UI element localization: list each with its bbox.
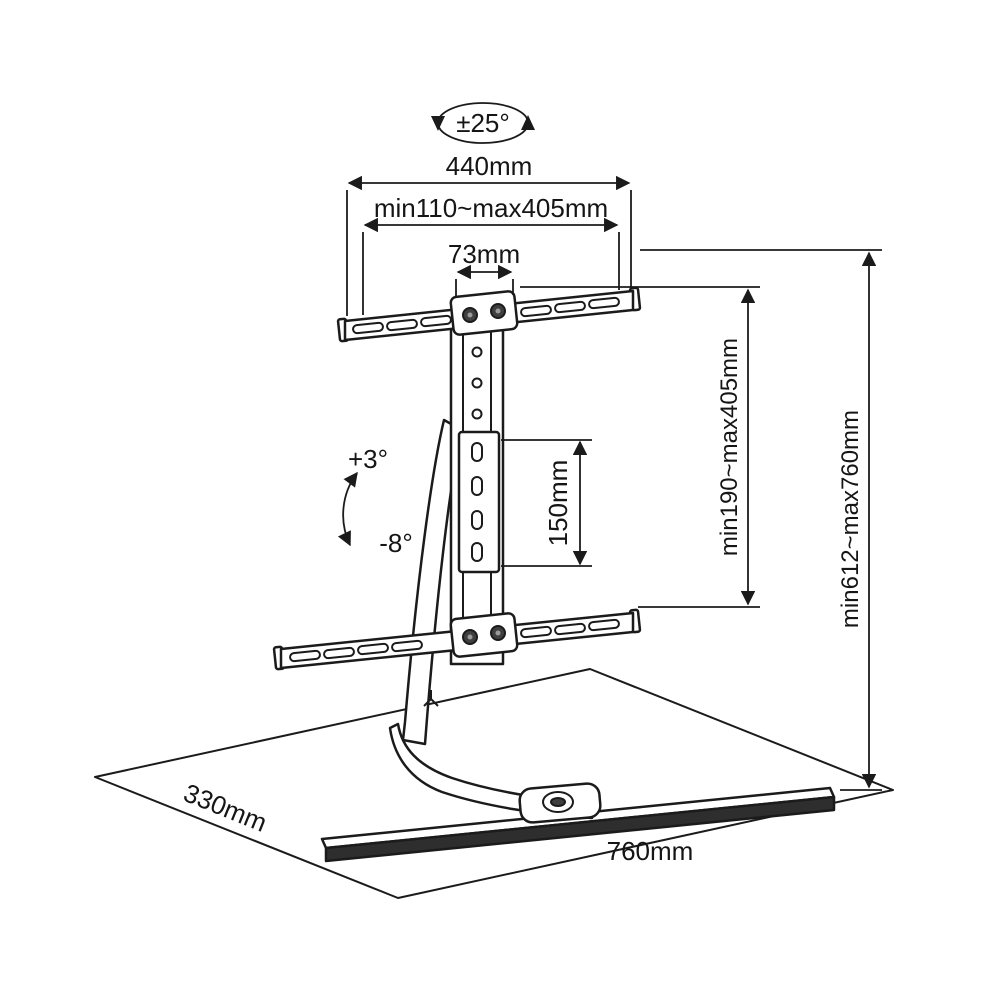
rail-slot: [520, 304, 552, 318]
vesa-height-label: min190~max405mm: [716, 338, 743, 556]
tilt-arrow: [337, 471, 358, 547]
sliding-bracket: [457, 430, 501, 574]
rail-slot: [323, 646, 355, 660]
swivel-arrow-icon: [521, 115, 535, 130]
dim-column-width: 73mm: [448, 239, 520, 298]
screw-dot: [467, 312, 473, 318]
foot-grommet-hole: [550, 797, 566, 807]
vesa-width-label: min110~max405mm: [374, 193, 608, 223]
ground-plane: [94, 668, 894, 899]
rail-slot: [386, 318, 418, 332]
overall-height-label: min612~max760mm: [837, 410, 864, 628]
tilt-up-label: +3°: [348, 444, 388, 474]
column-hole: [471, 346, 483, 358]
rail-slot: [588, 296, 620, 310]
stand-foot: [388, 722, 602, 824]
rail-slot: [588, 618, 620, 632]
bracket-spacing-label: 150mm: [543, 460, 573, 547]
dim-vesa-height: min190~max405mm: [520, 286, 760, 608]
rail-slot: [420, 314, 452, 328]
ground-plane-outline: [94, 668, 894, 899]
bracket-slot: [471, 476, 483, 496]
column-hole: [471, 377, 483, 389]
dim-overall-height: min612~max760mm: [640, 249, 882, 791]
base-width-label: 760mm: [607, 836, 694, 866]
bottom-clamp: [449, 612, 519, 658]
rail-slot: [289, 649, 321, 663]
screw-dot: [495, 308, 501, 314]
column-width-label: 73mm: [448, 239, 520, 269]
rail-slot: [554, 622, 586, 636]
swivel-symbol: ±25°: [431, 102, 535, 144]
swivel-angle-label: ±25°: [456, 108, 510, 138]
dim-vesa-width: min110~max405mm: [362, 193, 620, 315]
rail-slot: [554, 300, 586, 314]
top-clamp: [449, 290, 519, 336]
swivel-arrow-icon: [431, 116, 445, 131]
top-width-label: 440mm: [446, 151, 533, 181]
dim-top-width: 440mm: [346, 151, 632, 316]
bracket-slot: [471, 542, 483, 562]
tilt-down-label: -8°: [379, 528, 413, 558]
tilt-indicator: +3° -8°: [337, 444, 413, 558]
column-hole: [471, 408, 483, 420]
top-rail: [336, 286, 642, 343]
dim-bracket-spacing: 150mm: [501, 439, 592, 567]
screw-dot: [495, 630, 501, 636]
rail-slot: [520, 625, 552, 639]
bracket-slot: [471, 442, 483, 462]
screw-dot: [467, 634, 473, 640]
rail-slot: [352, 321, 384, 335]
bottom-rail: [272, 608, 642, 671]
rail-slot: [357, 642, 389, 656]
column: [449, 316, 505, 666]
base-front-face: [324, 795, 836, 863]
bracket-slot: [471, 510, 483, 530]
rail-slot: [391, 639, 423, 653]
brand-mark-icon: [423, 690, 439, 707]
